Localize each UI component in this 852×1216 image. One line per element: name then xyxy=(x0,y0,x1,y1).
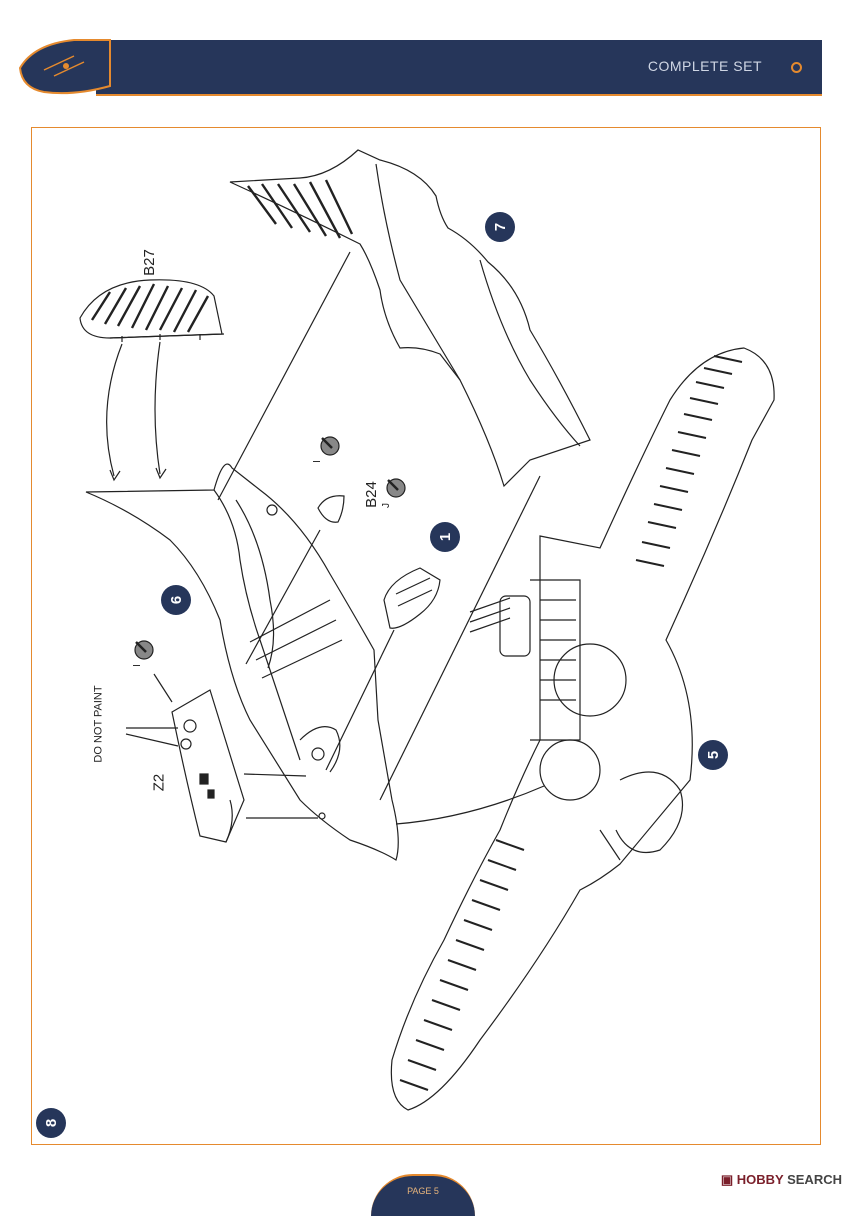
fuselage-right-half xyxy=(229,149,591,488)
arrow-part-1 xyxy=(325,629,395,771)
clear-prop-logo-icon xyxy=(18,39,111,95)
step-1-badge: 1 xyxy=(430,522,460,552)
paint-drop-icon-j xyxy=(386,478,406,498)
label-paint-i-top: I xyxy=(311,460,323,463)
header-title: COMPLETE SET xyxy=(647,58,762,74)
instruction-frame xyxy=(31,127,821,1145)
panel-z2 xyxy=(171,689,245,843)
arrow-seat xyxy=(245,529,321,665)
arrow-z2-a xyxy=(243,773,307,777)
step-7-badge: 7 xyxy=(485,212,515,242)
label-paint-i-left: I xyxy=(131,664,143,667)
paint-drop-icon-top xyxy=(320,436,340,456)
watermark-logo-icon: ▣ xyxy=(720,1172,734,1187)
label-b27: B27 xyxy=(140,249,158,276)
do-not-paint-leader xyxy=(125,727,179,747)
arrow-b27-b xyxy=(154,341,161,475)
watermark-brand: HOBBY xyxy=(736,1172,784,1187)
watermark: ▣ HOBBY SEARCH xyxy=(721,1172,842,1188)
arrow-to-wing xyxy=(395,785,545,825)
step-8-badge: 8 xyxy=(36,1108,66,1138)
seat-part xyxy=(317,495,345,523)
part-1 xyxy=(383,567,441,629)
rudder-part-b27 xyxy=(79,279,225,342)
header-dot-icon xyxy=(791,62,802,73)
paint-drop-icon-left xyxy=(134,640,154,660)
paint-leader-left xyxy=(153,673,173,703)
label-z2: Z2 xyxy=(150,773,168,792)
header-bar: COMPLETE SET xyxy=(96,40,822,96)
wing-assembly xyxy=(390,347,775,1111)
watermark-suffix: SEARCH xyxy=(787,1172,842,1187)
page-number: PAGE 5 xyxy=(407,1186,439,1196)
fuselage-left-half xyxy=(85,463,399,861)
arrow-fuselage-top xyxy=(217,251,351,501)
label-do-not-paint: DO NOT PAINT xyxy=(92,685,105,763)
step-6-badge: 6 xyxy=(161,585,191,615)
step-5-badge: 5 xyxy=(698,740,728,770)
label-b24: B24 xyxy=(362,481,380,508)
arrow-fuselage-right xyxy=(379,475,541,801)
arrow-b27-a xyxy=(106,343,123,477)
label-paint-j: J xyxy=(381,503,392,508)
